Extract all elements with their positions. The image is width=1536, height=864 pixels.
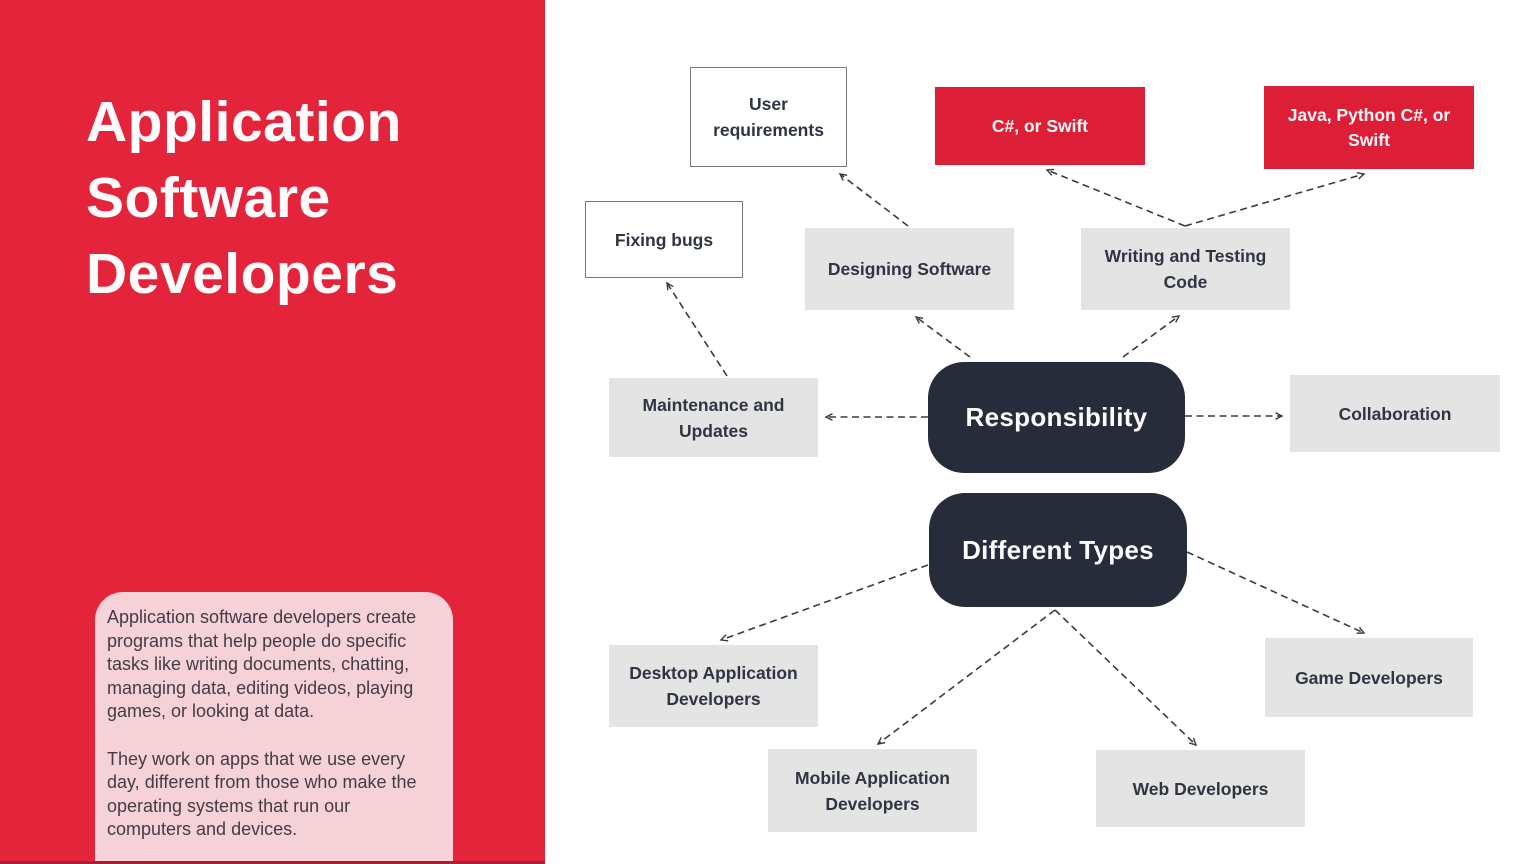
- left-red-panel: Application Software Developers Applicat…: [0, 0, 545, 864]
- arrow-designing-user-requirements: [838, 173, 909, 227]
- arrow-maintenance-fixing-bugs: [666, 281, 728, 377]
- description-paragraph-2: They work on apps that we use every day,…: [107, 748, 417, 840]
- node-designing-software-label: Designing Software: [827, 259, 992, 279]
- node-fixing-bugs: Fixing bugs: [585, 201, 743, 278]
- node-csharp-swift-label: C#, or Swift: [991, 115, 1089, 136]
- node-mobile-application-developers: Mobile Application Developers: [768, 749, 977, 832]
- arrow-writing-java: [1184, 172, 1366, 227]
- arrow-writing-csharp: [1045, 168, 1186, 227]
- node-user-requirements-label: User requirements: [713, 94, 824, 140]
- description-paragraph-1: Application software developers create p…: [107, 607, 417, 721]
- node-responsibility: Responsibility: [928, 362, 1185, 473]
- node-different-types-label: Different Types: [962, 534, 1154, 565]
- node-collaboration-label: Collaboration: [1338, 403, 1452, 424]
- node-web-developers: Web Developers: [1096, 750, 1305, 827]
- page-title: Application Software Developers: [86, 90, 402, 306]
- description-card: Application software developers create p…: [95, 592, 453, 864]
- node-writing-and-testing-code: Writing and Testing Code: [1081, 228, 1290, 310]
- node-different-types: Different Types: [929, 493, 1187, 607]
- node-fixing-bugs-label: Fixing bugs: [614, 229, 714, 250]
- node-game-developers-label: Game Developers: [1295, 667, 1443, 688]
- arrow-responsibility-designing: [914, 316, 971, 358]
- node-maintenance-and-updates-label: Maintenance and Updates: [642, 394, 785, 441]
- node-mobile-application-developers-label: Mobile Application Developers: [795, 767, 950, 814]
- node-java-python-swift-label: Java, Python C#, or Swift: [1287, 104, 1451, 150]
- arrow-types-game: [1186, 551, 1366, 634]
- node-java-python-swift: Java, Python C#, or Swift: [1264, 86, 1474, 169]
- arrow-types-mobile: [876, 609, 1056, 745]
- node-user-requirements: User requirements: [690, 67, 847, 167]
- node-maintenance-and-updates: Maintenance and Updates: [609, 378, 818, 457]
- node-writing-and-testing-code-label: Writing and Testing Code: [1104, 246, 1267, 292]
- arrow-responsibility-writing: [1122, 315, 1181, 358]
- node-responsibility-label: Responsibility: [965, 402, 1148, 432]
- bottom-accent-strip: [0, 861, 545, 864]
- node-game-developers: Game Developers: [1265, 638, 1473, 717]
- arrow-types-desktop: [719, 564, 929, 642]
- node-csharp-swift: C#, or Swift: [935, 87, 1145, 165]
- node-desktop-application-developers: Desktop Application Developers: [609, 645, 818, 727]
- node-web-developers-label: Web Developers: [1132, 778, 1269, 799]
- node-desktop-application-developers-label: Desktop Application Developers: [629, 663, 798, 709]
- node-collaboration: Collaboration: [1290, 375, 1500, 452]
- arrow-types-web: [1054, 609, 1198, 747]
- node-designing-software: Designing Software: [805, 228, 1014, 310]
